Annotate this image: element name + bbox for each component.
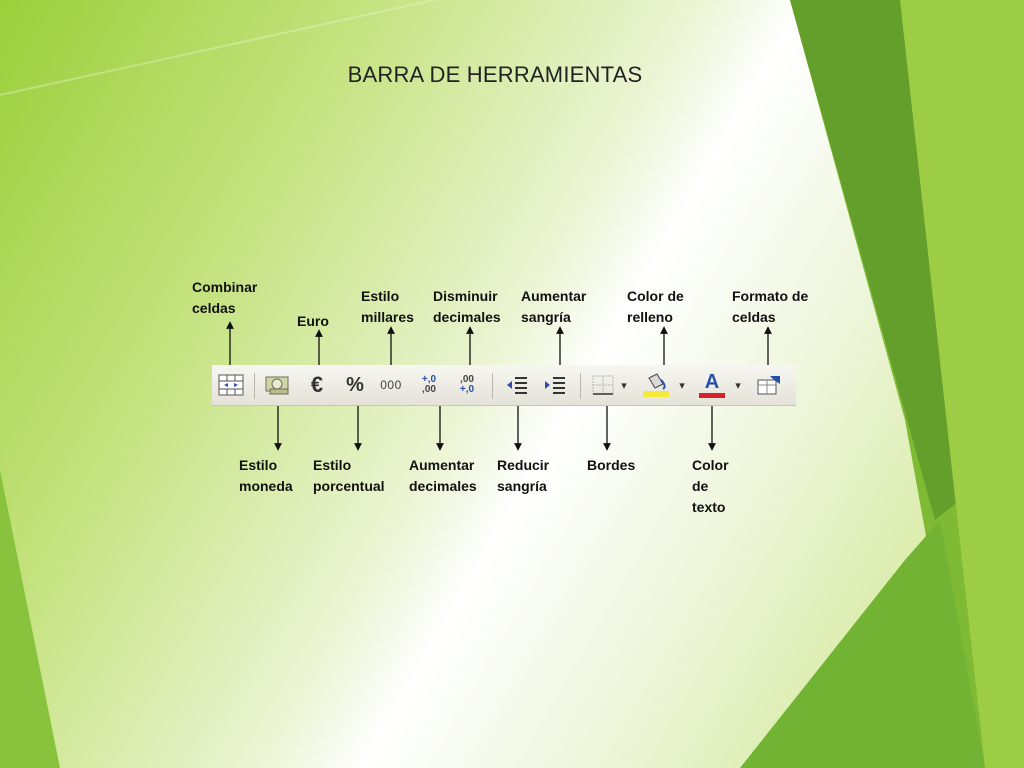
label-color-relleno: Color de relleno xyxy=(627,288,684,325)
font-color-letter: A xyxy=(704,370,720,393)
increase-decimals-button[interactable]: +,0 ,00 xyxy=(414,371,444,399)
label-estilo-millares: Estilo millares xyxy=(361,288,414,325)
label-formato-celdas: Formato de celdas xyxy=(732,288,809,325)
fill-color-dropdown[interactable]: ▾ xyxy=(676,371,688,399)
borders-button[interactable] xyxy=(590,371,616,399)
increase-decimal-top: +,0 xyxy=(421,374,437,385)
thousands-icon: 000 xyxy=(380,378,402,392)
font-color-icon: A xyxy=(699,370,725,398)
merge-cells-icon xyxy=(218,374,244,396)
borders-icon xyxy=(592,375,614,395)
decrease-indent-icon xyxy=(507,377,527,394)
toolbar-separator xyxy=(492,373,493,399)
format-cells-icon xyxy=(757,376,780,395)
decrease-decimal-icon: ,00 +,0 xyxy=(460,375,474,395)
decrease-decimal-top: ,00 xyxy=(460,374,474,385)
currency-style-button[interactable] xyxy=(262,371,294,399)
font-color-button[interactable]: A xyxy=(696,371,728,399)
font-color-swatch xyxy=(699,392,725,398)
font-color-dropdown[interactable]: ▾ xyxy=(732,371,744,399)
formatting-toolbar: € % 000 +,0 ,00 ,00 +,0 xyxy=(212,365,796,406)
label-reducir-sangria: Reducir sangría xyxy=(497,457,550,494)
decrease-decimals-button[interactable]: ,00 +,0 xyxy=(452,371,482,399)
increase-indent-button[interactable] xyxy=(540,371,570,399)
merge-cells-button[interactable] xyxy=(216,371,246,399)
chevron-down-icon: ▾ xyxy=(621,379,627,392)
label-euro: Euro xyxy=(297,313,329,329)
toolbar-separator xyxy=(254,373,255,399)
slide-title: BARRA DE HERRAMIENTAS xyxy=(347,62,643,87)
fill-color-icon xyxy=(643,373,669,397)
percent-icon: % xyxy=(346,373,364,396)
label-disminuir-decimales: Disminuir decimales xyxy=(433,288,501,325)
euro-style-button[interactable]: € xyxy=(302,371,332,399)
euro-icon: € xyxy=(310,372,324,397)
decrease-indent-button[interactable] xyxy=(502,371,532,399)
borders-dropdown[interactable]: ▾ xyxy=(618,371,630,399)
label-combinar-celdas: Combinar celdas xyxy=(192,279,258,316)
increase-decimal-icon: +,0 ,00 xyxy=(422,375,436,395)
label-aumentar-sangria: Aumentar sangría xyxy=(521,288,587,325)
format-cells-button[interactable] xyxy=(754,371,784,399)
decrease-decimal-bottom: +,0 xyxy=(459,384,475,395)
chevron-down-icon: ▾ xyxy=(679,379,685,392)
label-estilo-moneda: Estilo moneda xyxy=(239,457,293,494)
thousands-style-button[interactable]: 000 xyxy=(374,371,408,399)
increase-indent-icon xyxy=(545,377,565,394)
increase-decimal-bottom: ,00 xyxy=(422,384,436,395)
label-aumentar-decimales: Aumentar decimales xyxy=(409,457,477,494)
toolbar-separator xyxy=(580,373,581,399)
currency-icon xyxy=(265,376,289,395)
fill-color-button[interactable] xyxy=(638,371,674,399)
percent-style-button[interactable]: % xyxy=(340,371,370,399)
label-bordes: Bordes xyxy=(587,457,636,473)
label-estilo-porcentual: Estilo porcentual xyxy=(313,457,385,494)
label-color-texto: Color de texto xyxy=(692,457,729,515)
chevron-down-icon: ▾ xyxy=(735,379,741,392)
